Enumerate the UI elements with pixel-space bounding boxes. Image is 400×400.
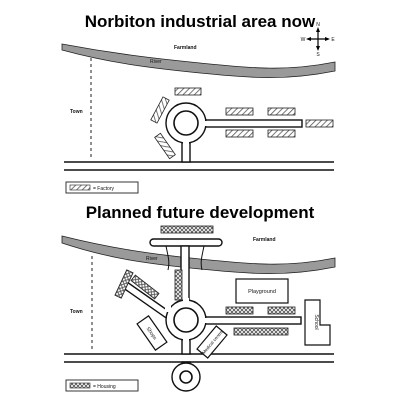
factory-swatch (69, 184, 91, 191)
map2-river (61, 235, 336, 275)
map2-river-label: River (146, 256, 158, 262)
map1-legend: = Factory (65, 181, 139, 194)
factory (267, 129, 296, 138)
map1-main-road (64, 161, 334, 171)
map1-legend-label: = Factory (93, 186, 114, 192)
factory (154, 132, 176, 160)
school-building: School (304, 299, 331, 346)
map2-south-roundabout (171, 362, 201, 392)
compass-north: N (316, 22, 320, 28)
map1-river (61, 43, 336, 79)
housing-block (267, 306, 296, 315)
map1-east-road (204, 119, 303, 128)
housing-block (114, 269, 134, 299)
map2-north-road (149, 238, 223, 307)
map1-roundabout (165, 102, 207, 144)
factory (267, 107, 296, 116)
housing-block (233, 327, 289, 336)
factory (305, 119, 334, 128)
map2-roundabout (165, 299, 207, 341)
map1-factories (150, 87, 334, 160)
factory (225, 107, 254, 116)
map2-main-road (64, 353, 334, 363)
map2-farmland-label: Farmland (253, 237, 276, 243)
factory (225, 129, 254, 138)
map1-town-label: Town (70, 109, 83, 115)
housing-swatch (69, 382, 91, 389)
compass-south: S (316, 52, 320, 58)
map2-title: Planned future development (86, 203, 315, 222)
map1-river-label: River (150, 59, 162, 65)
housing-block (174, 269, 183, 301)
factory (150, 96, 170, 124)
compass-east: E (331, 37, 335, 43)
map2-east-road (204, 316, 302, 325)
school-label: School (313, 314, 319, 329)
map1-title: Norbiton industrial area now (85, 12, 316, 31)
housing-block (130, 274, 160, 300)
compass-west: W (301, 37, 306, 43)
playground-label: Playground (248, 289, 276, 295)
factory (174, 87, 202, 96)
playground-area: Playground (235, 278, 289, 304)
housing-block (225, 306, 254, 315)
shops-building: Shops (136, 315, 168, 351)
map2-legend: = Housing (65, 379, 139, 392)
compass-icon: N S E W (301, 22, 336, 58)
map2-housing (114, 225, 296, 336)
housing-block (160, 225, 214, 234)
map1-farmland-label: Farmland (174, 45, 197, 51)
map2-legend-label: = Housing (93, 384, 116, 390)
map2-town-label: Town (70, 309, 83, 315)
